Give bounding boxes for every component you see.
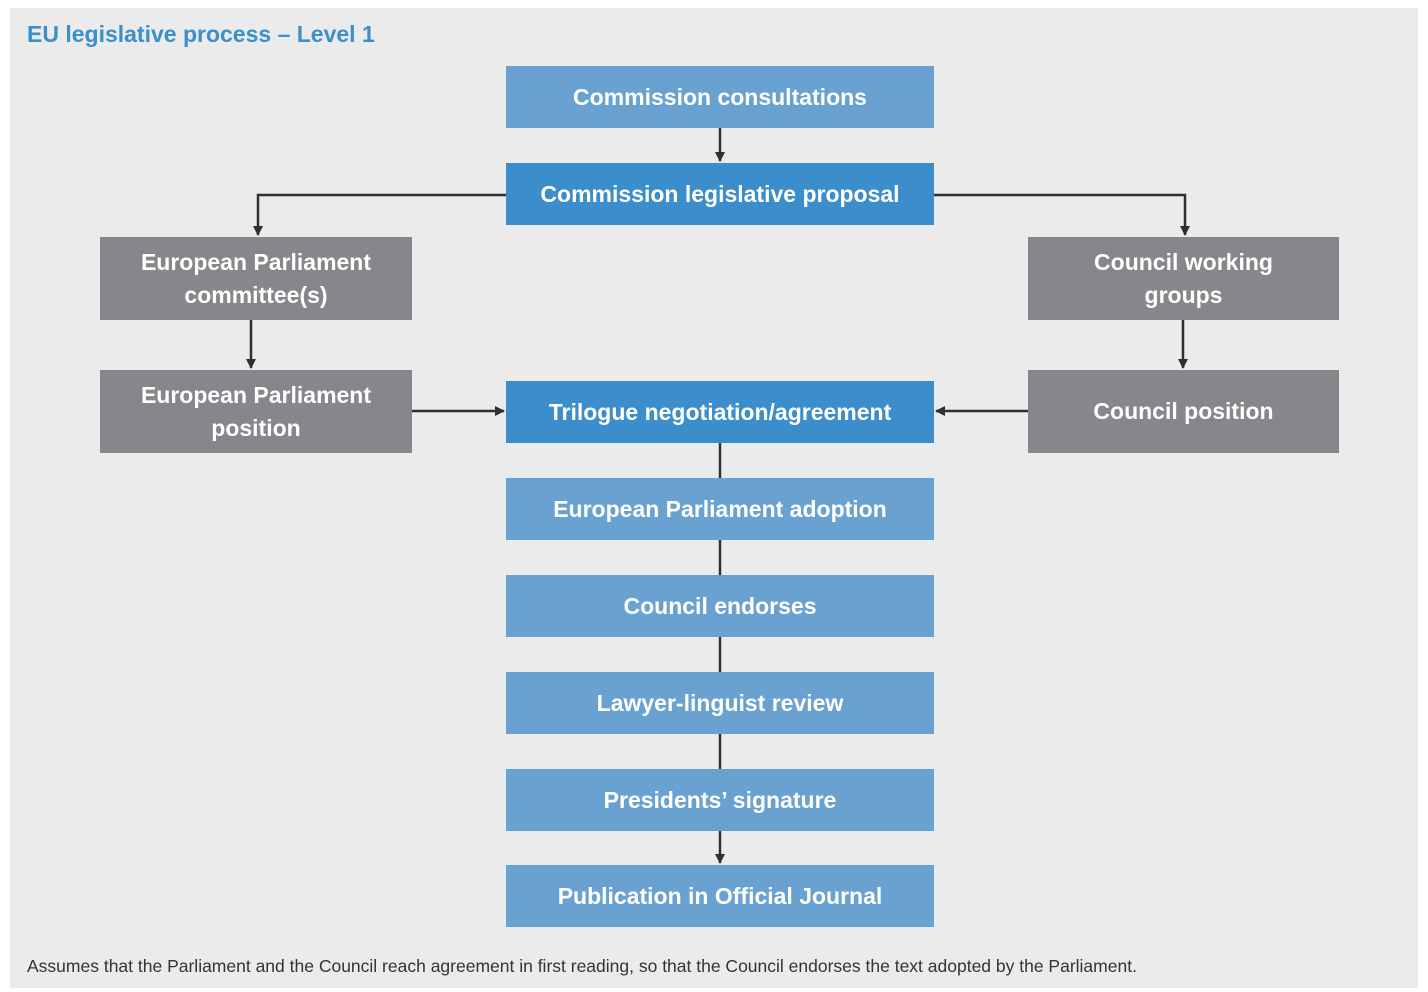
arrow-proposal-to-council-groups — [934, 193, 1190, 236]
footnote: Assumes that the Parliament and the Coun… — [27, 956, 1137, 976]
node-label: European Parliament adoption — [553, 495, 887, 522]
node-label-line-2: groups — [1144, 281, 1223, 308]
node-label-line-1: European Parliament — [140, 248, 372, 275]
arrow-proposal-to-ep-committees — [253, 193, 506, 236]
node-label: Lawyer-linguist review — [596, 689, 844, 716]
node-council-endorses: Council endorses — [506, 575, 934, 637]
node-european-parliament-position: European Parliament position — [100, 370, 412, 453]
node-label-line-2: position — [211, 414, 301, 441]
node-label-line-1: Council working — [1094, 248, 1273, 275]
node-label-line-2: committee(s) — [184, 281, 328, 308]
node-presidents-signature: Presidents’ signature — [506, 769, 934, 831]
node-label: Publication in Official Journal — [557, 882, 883, 909]
node-label: Council endorses — [623, 592, 817, 619]
node-label: Presidents’ signature — [603, 786, 837, 813]
diagram-title: EU legislative process – Level 1 — [27, 21, 375, 47]
node-council-position: Council position — [1028, 370, 1339, 453]
node-label: Council position — [1093, 398, 1274, 424]
node-publication-official-journal: Publication in Official Journal — [506, 865, 934, 927]
node-lawyer-linguist-review: Lawyer-linguist review — [506, 672, 934, 734]
node-european-parliament-adoption: European Parliament adoption — [506, 478, 934, 540]
node-label: Commission consultations — [573, 83, 867, 110]
node-council-working-groups: Council working groups — [1028, 237, 1339, 320]
node-label-line-1: European Parliament — [140, 381, 372, 408]
node-trilogue-negotiation: Trilogue negotiation/agreement — [506, 381, 934, 443]
node-label: Trilogue negotiation/agreement — [548, 398, 892, 425]
node-european-parliament-committees: European Parliament committee(s) — [100, 237, 412, 320]
node-commission-consultations: Commission consultations — [506, 66, 934, 128]
node-label: Commission legislative proposal — [540, 180, 900, 207]
node-commission-legislative-proposal: Commission legislative proposal — [506, 163, 934, 225]
